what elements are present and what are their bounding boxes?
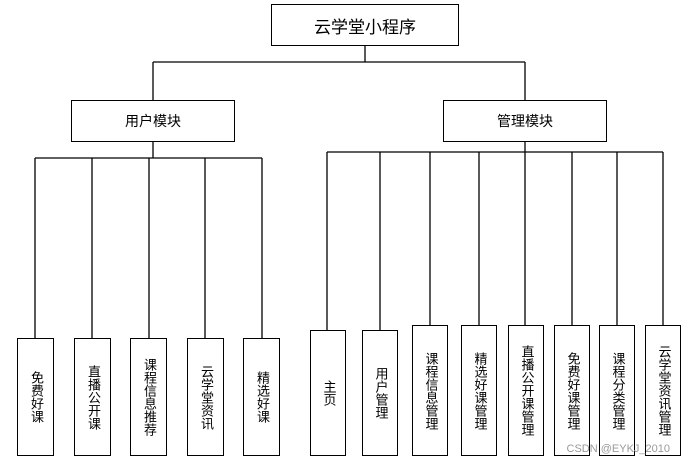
admin-leaf-user-management: 用户管理 bbox=[362, 330, 398, 456]
leaf-label: 精选好课 bbox=[254, 371, 269, 423]
leaf-label: 云学堂资讯管理 bbox=[655, 345, 671, 436]
root-node: 云学堂小程序 bbox=[271, 4, 459, 46]
leaf-label: 免费好课管理 bbox=[564, 351, 580, 430]
leaf-label: 直播公开课 bbox=[85, 364, 100, 430]
admin-leaf-news-management: 云学堂资讯管理 bbox=[645, 325, 681, 456]
leaf-label: 免费好课 bbox=[28, 371, 43, 423]
user-leaf-live-open-courses: 直播公开课 bbox=[74, 338, 111, 456]
leaf-label: 直播公开课管理 bbox=[518, 345, 534, 436]
user-leaf-news: 云学堂资讯 bbox=[187, 338, 224, 456]
leaf-label: 课程信息管理 bbox=[422, 351, 438, 430]
module-node-user: 用户模块 bbox=[71, 100, 235, 142]
admin-leaf-home: 主页 bbox=[310, 330, 346, 456]
leaf-label: 用户管理 bbox=[372, 367, 388, 419]
admin-leaf-category-management: 课程分类管理 bbox=[599, 325, 635, 456]
leaf-label: 课程分类管理 bbox=[609, 351, 625, 430]
admin-leaf-free-management: 免费好课管理 bbox=[554, 325, 590, 456]
module-node-admin: 管理模块 bbox=[443, 100, 607, 142]
admin-leaf-course-info-management: 课程信息管理 bbox=[412, 325, 448, 456]
module-node-label: 用户模块 bbox=[125, 114, 181, 130]
user-leaf-free-courses: 免费好课 bbox=[17, 338, 54, 456]
leaf-label: 精选好课管理 bbox=[471, 351, 487, 430]
module-node-label: 管理模块 bbox=[497, 114, 553, 130]
root-node-label: 云学堂小程序 bbox=[314, 17, 416, 38]
leaf-label: 课程信息推荐 bbox=[141, 358, 156, 436]
user-leaf-course-recommendation: 课程信息推荐 bbox=[130, 338, 167, 456]
admin-leaf-featured-management: 精选好课管理 bbox=[461, 325, 497, 456]
leaf-label: 云学堂资讯 bbox=[198, 364, 213, 430]
user-leaf-featured-courses: 精选好课 bbox=[243, 338, 280, 456]
admin-leaf-live-management: 直播公开课管理 bbox=[508, 325, 544, 456]
leaf-label: 主页 bbox=[320, 380, 336, 406]
watermark: CSDN @EYKJ_2010 bbox=[566, 443, 671, 455]
